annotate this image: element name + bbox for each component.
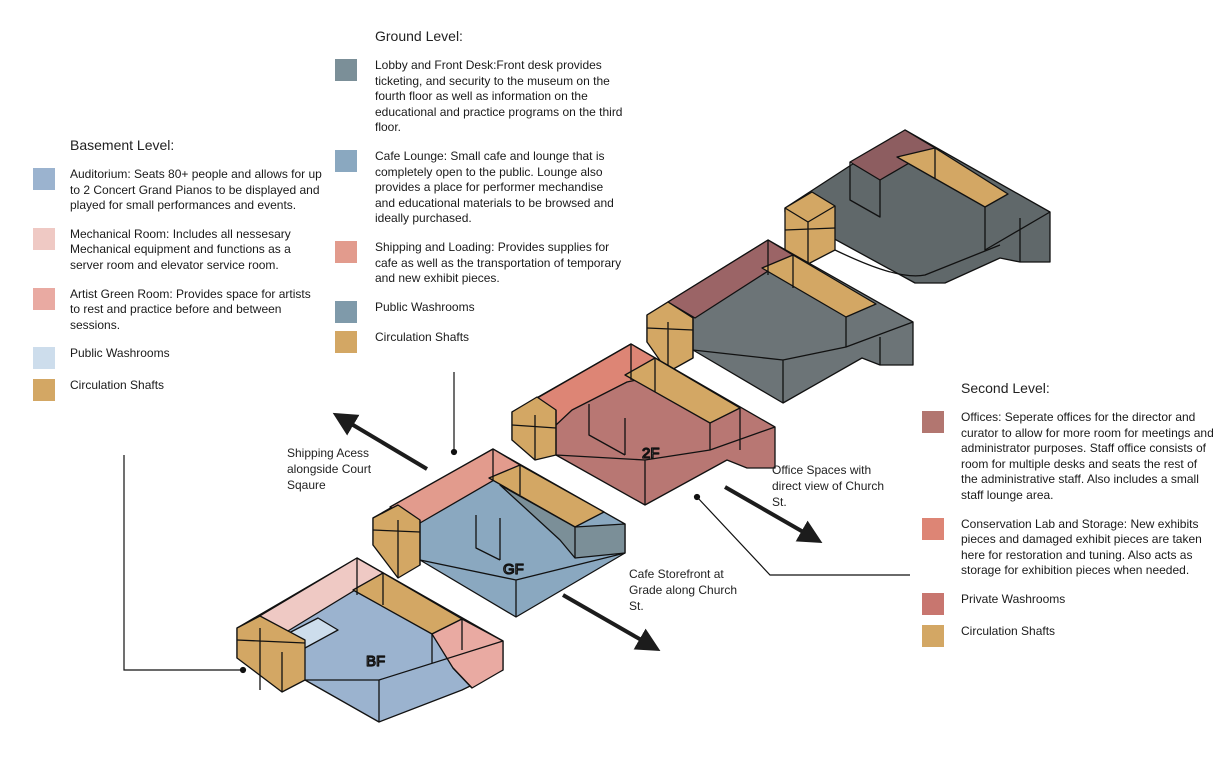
legend-swatch xyxy=(33,378,55,401)
legend-swatch xyxy=(335,149,357,172)
legend-item-lobby-front-desk: Lobby and Front Desk:Front desk provides… xyxy=(335,58,625,136)
annotation-office-spaces: Office Spaces with direct view of Church… xyxy=(772,463,885,509)
ground-leader-dot xyxy=(450,448,458,456)
legend-item-desc: : New exhibits pieces and damaged exhibi… xyxy=(961,516,1202,578)
legend-item-desc: : Provides space for artists to rest and… xyxy=(70,286,311,332)
legend-swatch xyxy=(33,227,55,250)
second-level-block: 2F xyxy=(511,343,776,506)
legend-item-desc: : Small cafe and lounge that is complete… xyxy=(375,148,614,226)
legend-item-circulation-shafts: Circulation Shafts xyxy=(33,377,323,401)
legend-item-shipping-loading: Shipping and Loading: Provides supplies … xyxy=(335,240,625,287)
legend-swatch xyxy=(33,168,55,190)
legend-item-desc: : Includes all nessesary Mechanical equi… xyxy=(70,226,291,272)
legend-item-name: Offices xyxy=(961,410,999,424)
legend-item-name: Auditorium: xyxy=(70,167,131,181)
legend-swatch xyxy=(33,287,55,310)
legend-item-cafe-lounge: Cafe Lounge: Small cafe and lounge that … xyxy=(335,149,625,227)
legend-item-desc: : Seperate offices for the director and … xyxy=(961,410,1214,502)
legend-item-mechanical-room: Mechanical Room: Includes all nessesary … xyxy=(33,227,323,274)
legend-item-auditorium: Auditorium: Seats 80+ people and allows … xyxy=(33,167,323,214)
legend-item-public-washrooms: Public Washrooms xyxy=(33,346,323,370)
legend-item-offices: Offices: Seperate offices for the direct… xyxy=(922,410,1217,504)
second-leader-dot xyxy=(693,493,701,501)
legend-item-name: Lobby and Front Desk xyxy=(375,58,494,72)
basement-legend-title: Basement Level: xyxy=(70,137,175,153)
basement-level-block: BF xyxy=(236,557,504,723)
shipping-access-arrow xyxy=(332,412,429,471)
legend-item-name: Private Washrooms xyxy=(961,591,1066,606)
legend-item-desc: : Provides supplies for cafe as well as … xyxy=(375,239,622,286)
legend-swatch xyxy=(335,59,357,81)
legend-item-public-washrooms: Public Washrooms xyxy=(335,299,625,323)
legend-swatch xyxy=(922,592,944,615)
cafe-storefront-arrow xyxy=(562,593,661,651)
level-label-bf: BF xyxy=(366,653,385,670)
legend-item-name: Cafe Lounge xyxy=(375,148,444,163)
annotation-cafe-storefront: Cafe Storefront at Grade along Church St… xyxy=(629,567,738,613)
basement-leader-line xyxy=(123,455,243,671)
second-legend-title: Second Level: xyxy=(961,380,1050,396)
ground-level-block: GF xyxy=(372,448,626,618)
basement-legend: Basement Level: Auditorium: Seats 80+ pe… xyxy=(33,137,323,404)
legend-item-name: Circulation Shafts xyxy=(70,377,165,392)
legend-swatch xyxy=(335,300,357,323)
legend-swatch xyxy=(335,240,357,263)
second-legend: Second Level: Offices: Seperate offices … xyxy=(922,380,1217,649)
ground-legend-title: Ground Level: xyxy=(375,28,463,44)
legend-item-name: Shipping and Loading xyxy=(375,239,492,254)
legend-item-name: Circulation Shafts xyxy=(961,623,1056,638)
annotation-shipping-access: Shipping Acess alongside Court Sqaure xyxy=(287,446,372,492)
legend-swatch xyxy=(922,411,944,433)
level-label-2f: 2F xyxy=(642,445,660,462)
ground-legend: Ground Level: Lobby and Front Desk:Front… xyxy=(335,28,625,356)
top-level-block xyxy=(784,129,1051,284)
basement-leader-dot xyxy=(239,666,247,674)
legend-item-artist-green-room: Artist Green Room: Provides space for ar… xyxy=(33,287,323,334)
legend-item-circulation-shafts: Circulation Shafts xyxy=(335,330,625,354)
legend-item-private-washrooms: Private Washrooms xyxy=(922,591,1217,615)
third-level-block xyxy=(646,239,914,404)
second-leader-line xyxy=(696,496,910,576)
legend-item-name: Artist Green Room xyxy=(70,286,170,301)
legend-item-name: Public Washrooms xyxy=(375,299,475,314)
legend-swatch xyxy=(335,331,357,354)
legend-swatch xyxy=(33,347,55,370)
legend-swatch xyxy=(922,517,944,540)
legend-item-conservation-lab: Conservation Lab and Storage: New exhibi… xyxy=(922,517,1217,579)
legend-item-desc: :Front desk provides ticketing, and secu… xyxy=(375,58,623,135)
legend-item-desc: Seats 80+ people and allows for up to 2 … xyxy=(70,167,322,213)
legend-item-name: Mechanical Room xyxy=(70,226,167,241)
level-label-gf: GF xyxy=(503,561,524,578)
legend-item-name: Conservation Lab and Storage xyxy=(961,516,1124,531)
legend-item-name: Circulation Shafts xyxy=(375,330,470,345)
legend-swatch xyxy=(922,624,944,647)
legend-item-name: Public Washrooms xyxy=(70,346,170,361)
legend-item-circulation-shafts: Circulation Shafts xyxy=(922,623,1217,647)
office-spaces-arrow xyxy=(724,485,823,543)
